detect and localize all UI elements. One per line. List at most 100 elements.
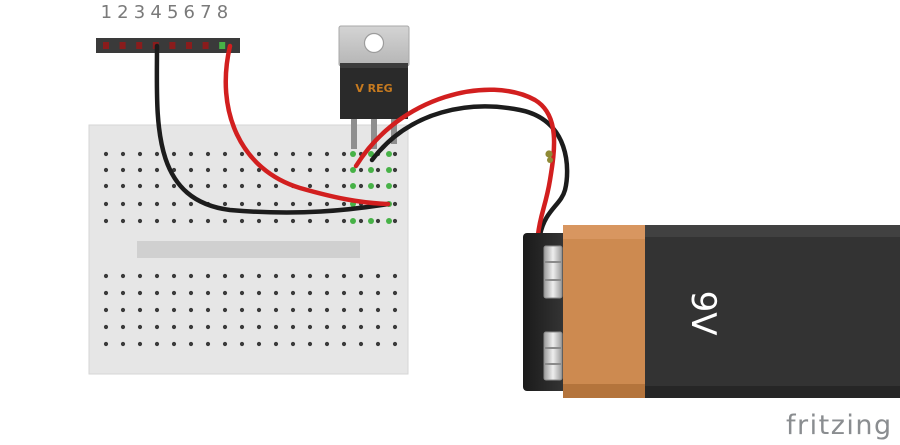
breadboard-hole [120, 183, 126, 189]
breadboard-hole [137, 218, 143, 224]
breadboard-hole [273, 290, 279, 296]
breadboard-hole [375, 273, 381, 279]
breadboard-hole [205, 307, 211, 313]
header-pin [202, 42, 209, 49]
breadboard-hole [239, 151, 245, 157]
breadboard-hole [324, 324, 330, 330]
breadboard-hole [324, 151, 330, 157]
battery-label: 9V [683, 291, 723, 336]
breadboard-hole [239, 167, 245, 173]
pin-number-6: 6 [183, 2, 195, 23]
breadboard-hole [120, 167, 126, 173]
breadboard-hole [273, 307, 279, 313]
breadboard-hole [392, 183, 398, 189]
breadboard-hole [222, 341, 228, 347]
breadboard-hole [392, 290, 398, 296]
breadboard-hole [307, 201, 313, 207]
breadboard-hole [307, 341, 313, 347]
breadboard-hole [103, 201, 109, 207]
breadboard-hole [120, 324, 126, 330]
breadboard-hole [120, 290, 126, 296]
pin-number-5: 5 [166, 2, 179, 23]
breadboard-hole [154, 218, 160, 224]
breadboard-hole [324, 273, 330, 279]
breadboard-hole [392, 273, 398, 279]
fritzing-brand-label: fritzing [786, 410, 893, 441]
breadboard-hole [171, 290, 177, 296]
battery-9v: 9V [523, 225, 900, 398]
breadboard-hole [222, 307, 228, 313]
breadboard-hole [171, 218, 177, 224]
breadboard-hole [375, 341, 381, 347]
breadboard-hole [154, 307, 160, 313]
breadboard-hole [154, 341, 160, 347]
black-wire-header-to-breadboard [154, 43, 391, 215]
breadboard-hole [205, 290, 211, 296]
breadboard-hole [358, 307, 364, 313]
breadboard-hole [171, 151, 177, 157]
breadboard-hole [120, 218, 126, 224]
breadboard-hole [239, 201, 245, 207]
breadboard-hole [256, 183, 262, 189]
breadboard-hole [368, 183, 374, 189]
breadboard-hole [205, 341, 211, 347]
breadboard-hole [188, 201, 194, 207]
breadboard-hole [137, 183, 143, 189]
breadboard-hole [358, 183, 364, 189]
breadboard-hole [188, 183, 194, 189]
breadboard-hole [307, 167, 313, 173]
breadboard-hole [386, 218, 392, 224]
regulator-label: V REG [355, 82, 392, 95]
breadboard-hole [120, 151, 126, 157]
breadboard-hole [222, 151, 228, 157]
breadboard-hole [188, 167, 194, 173]
breadboard-hole [188, 290, 194, 296]
breadboard-hole [341, 273, 347, 279]
breadboard-hole [307, 290, 313, 296]
breadboard-hole [256, 290, 262, 296]
breadboard-hole [120, 201, 126, 207]
breadboard-hole [358, 218, 364, 224]
breadboard-hole [307, 183, 313, 189]
header-pin [186, 42, 192, 49]
breadboard-hole [222, 273, 228, 279]
breadboard-hole [307, 324, 313, 330]
breadboard-hole [256, 273, 262, 279]
header-pin [169, 42, 176, 49]
breadboard-hole [392, 167, 398, 173]
breadboard-hole [324, 218, 330, 224]
breadboard-hole [375, 290, 381, 296]
breadboard-hole [171, 341, 177, 347]
breadboard-hole [392, 151, 398, 157]
breadboard-hole [239, 218, 245, 224]
breadboard-hole [205, 218, 211, 224]
breadboard-hole [358, 341, 364, 347]
breadboard-hole [290, 324, 296, 330]
pin-number-1: 1 [100, 2, 113, 23]
breadboard-hole [205, 151, 211, 157]
breadboard-hole [375, 183, 381, 189]
breadboard-hole [120, 273, 126, 279]
pin-number-4: 4 [150, 2, 162, 23]
breadboard-hole [222, 324, 228, 330]
breadboard-hole [290, 307, 296, 313]
breadboard-hole [188, 273, 194, 279]
breadboard-hole [290, 218, 296, 224]
breadboard-hole [222, 201, 228, 207]
breadboard-hole [154, 151, 160, 157]
breadboard-hole [256, 201, 262, 207]
breadboard-hole [103, 183, 109, 189]
breadboard-hole [103, 273, 109, 279]
battery-terminal-bottom [543, 331, 563, 381]
breadboard-hole [290, 201, 296, 207]
breadboard-hole [392, 341, 398, 347]
pin-header [96, 38, 240, 53]
breadboard-hole [324, 183, 330, 189]
breadboard-hole [171, 183, 177, 189]
breadboard-hole [341, 183, 347, 189]
breadboard-hole [154, 167, 160, 173]
breadboard-hole [392, 201, 398, 207]
voltage-regulator: V REG [338, 25, 410, 149]
breadboard-hole [392, 307, 398, 313]
breadboard-hole [188, 307, 194, 313]
